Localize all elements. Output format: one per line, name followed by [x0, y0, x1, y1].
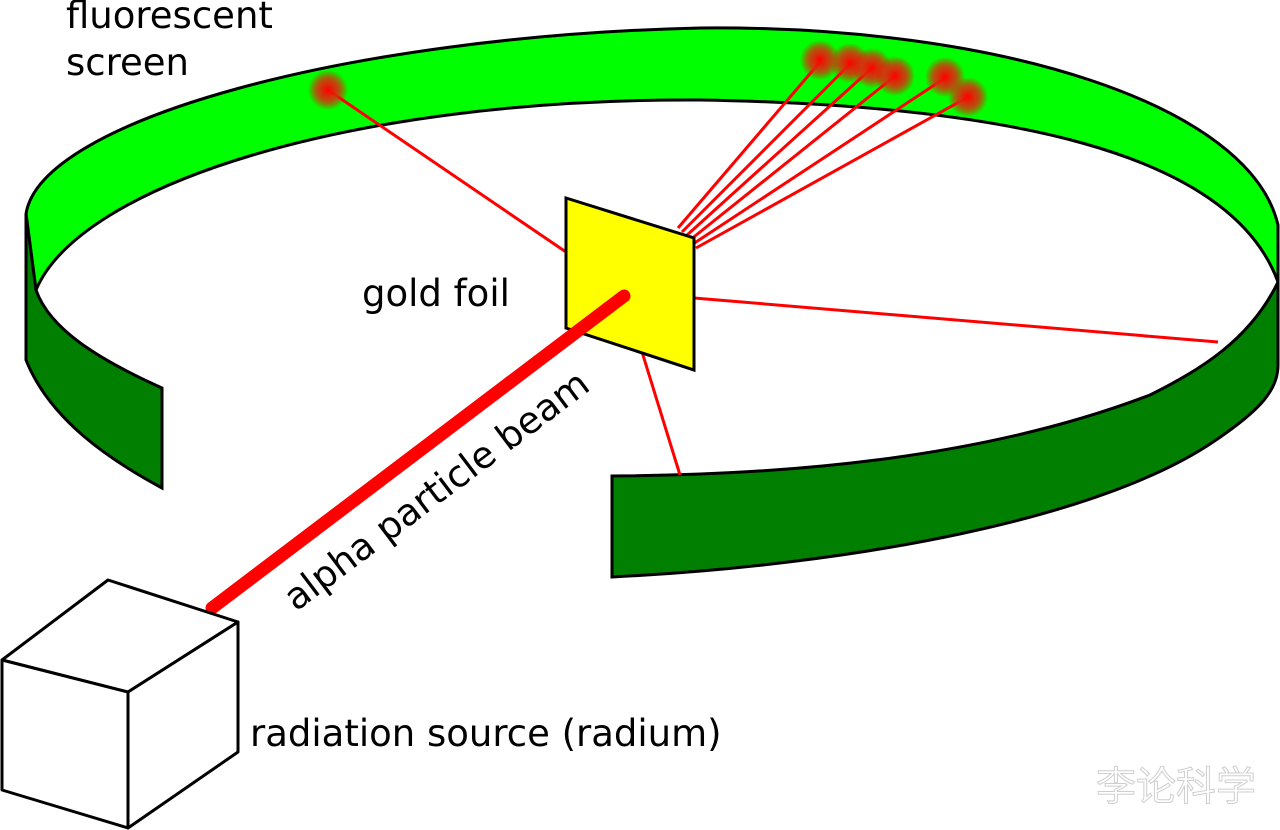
label-screen-line1: fluorescent [66, 0, 273, 37]
gold-foil [564, 195, 696, 373]
screen-outer-band-right [610, 281, 1280, 579]
label-gold-foil: gold foil [362, 272, 510, 315]
path-straight-2 [680, 62, 852, 234]
path-straight-3 [684, 66, 874, 238]
spot [948, 77, 988, 117]
path-straight-5 [692, 76, 946, 246]
spot [875, 56, 915, 96]
path-straight-6 [695, 95, 969, 250]
scintillation-spots [308, 40, 988, 117]
path-straight-4 [689, 74, 896, 242]
spot [800, 40, 840, 80]
alpha-beam [205, 289, 631, 615]
label-screen-line2: screen [66, 41, 189, 84]
radiation-source-cube [0, 578, 240, 830]
screen-outer-band-left [24, 213, 164, 491]
spot [308, 70, 348, 110]
label-radiation-source: radiation source (radium) [250, 712, 722, 755]
label-alpha-beam: alpha particle beam [276, 362, 598, 619]
cube-side-face [126, 620, 240, 830]
path-side-right [693, 296, 1219, 344]
watermark: 李论科学 [1096, 764, 1256, 810]
path-straight-1 [676, 61, 822, 229]
path-backscatter [327, 88, 567, 254]
